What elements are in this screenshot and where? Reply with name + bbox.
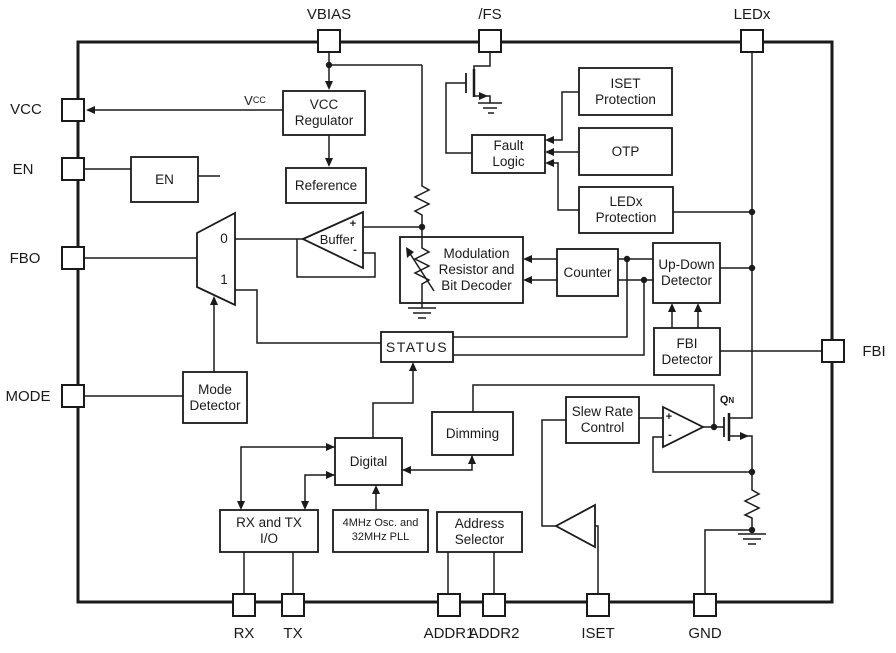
pin-vcc [61,98,85,122]
address-selector-box [436,511,523,553]
buffer-symbol [300,210,364,270]
variable-resistor [413,237,431,303]
mode-detector-box [182,371,248,424]
fault-logic-box [471,134,546,174]
mux-symbol [196,211,236,307]
iset-protection-box [578,67,673,116]
digital-box [334,437,403,486]
opamp-symbol [662,405,706,449]
fbi-detector-box [653,327,721,376]
otp-box [578,127,673,176]
rx-tx-io-box [219,509,319,553]
reference-box [285,167,367,204]
pin-vbias [317,29,341,53]
iset-buffer-symbol [554,503,596,549]
status-box [380,331,454,363]
pins-layer [61,29,845,617]
pin-tx [281,593,305,617]
up-down-detector-box [652,242,721,304]
slew-rate-control-box [565,396,640,444]
blocks-layer [130,67,721,553]
dimming-box [431,411,514,456]
ledx-protection-box [578,186,674,234]
pin-en [61,157,85,181]
pin-addr2 [482,593,506,617]
pin-gnd [693,593,717,617]
modulation-box [399,236,524,304]
pin-fbo [61,246,85,270]
overlay-layer [408,237,436,319]
junctions-arrows-layer [86,61,756,534]
en-box [130,156,199,203]
pin-addr1 [437,593,461,617]
pin-rx [232,593,256,617]
pin-iset [586,593,610,617]
oscillator-box [332,509,429,553]
pin-ledx [740,29,764,53]
counter-box [556,248,619,297]
vcc-regulator-box [282,90,366,136]
pin-fbi [821,339,845,363]
pin-mode [61,384,85,408]
pin-fs [478,29,502,53]
